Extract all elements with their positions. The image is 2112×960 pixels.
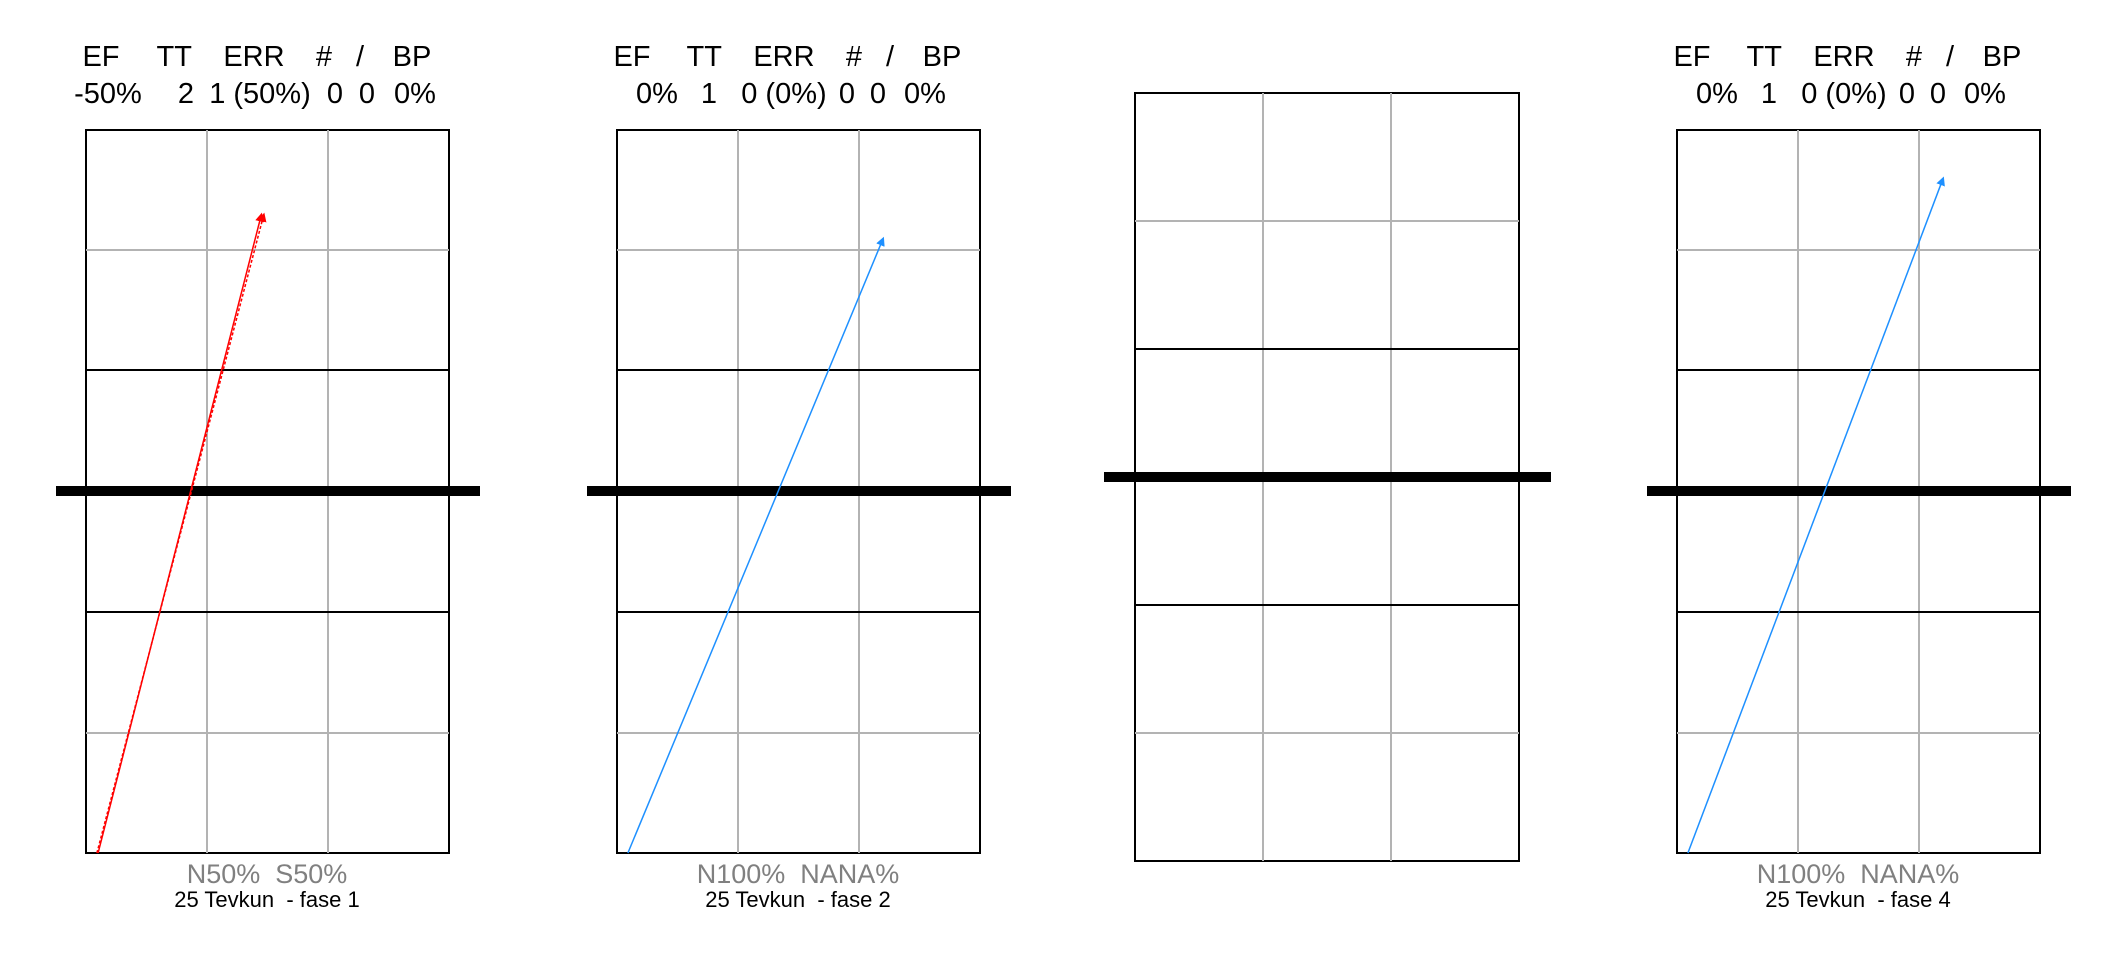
- footer-stats: N50% S50%: [187, 859, 348, 889]
- stats-header-slash: /: [356, 41, 365, 73]
- stats-value-slash: 0: [1930, 78, 1946, 110]
- stats-value-ef: -50%: [74, 78, 142, 110]
- stats-header-err: ERR: [753, 41, 814, 73]
- footer-stats: N100% NANA%: [697, 859, 900, 889]
- stats-value-bp: 0%: [394, 78, 436, 110]
- chart-caption: 25 Tevkun - fase 2: [705, 887, 891, 912]
- stats-value-perfect: 0: [839, 78, 855, 110]
- arrows-layer: [627, 236, 885, 854]
- stats-value-err: 1 (50%): [209, 78, 311, 110]
- stats-header: EF TT ERR # / BP: [613, 41, 961, 73]
- stats-values: 0% 1 0 (0%) 0 0 0%: [636, 78, 946, 110]
- stats-value-err: 0 (0%): [1801, 78, 1886, 110]
- footer-stats: N100% NANA%: [1757, 859, 1960, 889]
- stats-header-ef: EF: [1673, 41, 1710, 73]
- serve-arrow: [627, 236, 885, 854]
- stats-values: -50% 2 1 (50%) 0 0 0%: [74, 78, 436, 110]
- stats-header-perfect: #: [316, 41, 332, 73]
- chart-caption: 25 Tevkun - fase 4: [1765, 887, 1951, 912]
- stats-header-tt: TT: [687, 41, 723, 73]
- stats-value-bp: 0%: [1964, 78, 2006, 110]
- stats-value-perfect: 0: [327, 78, 343, 110]
- stats-header-ef: EF: [82, 41, 119, 73]
- stats-header-ef: EF: [613, 41, 650, 73]
- stats-header-tt: TT: [1747, 41, 1783, 73]
- stats-value-err: 0 (0%): [741, 78, 826, 110]
- stats-value-slash: 0: [870, 78, 886, 110]
- stats-header-err: ERR: [1813, 41, 1874, 73]
- stats-header-slash: /: [886, 41, 895, 73]
- stats-values: 0% 1 0 (0%) 0 0 0%: [1696, 78, 2006, 110]
- chart-caption: 25 Tevkun - fase 1: [174, 887, 360, 912]
- stats-header: EF TT ERR # / BP: [1673, 41, 2021, 73]
- stats-value-slash: 0: [359, 78, 375, 110]
- stats-header-bp: BP: [923, 41, 962, 73]
- stats-value-perfect: 0: [1899, 78, 1915, 110]
- stats-header-tt: TT: [157, 41, 193, 73]
- arrows-layer: [96, 212, 267, 854]
- stats-header-err: ERR: [223, 41, 284, 73]
- stats-header-slash: /: [1946, 41, 1955, 73]
- stats-header-bp: BP: [1983, 41, 2022, 73]
- stats-header-bp: BP: [393, 41, 432, 73]
- stats-value-bp: 0%: [904, 78, 946, 110]
- stats-value-tt: 1: [701, 78, 717, 110]
- stats-value-ef: 0%: [1696, 78, 1738, 110]
- stats-value-ef: 0%: [636, 78, 678, 110]
- serve-arrow: [97, 212, 265, 854]
- court-panel-1: EF TT ERR # / BP -50% 2 1 (50%) 0 0 0% N…: [56, 41, 480, 912]
- court-panel-4: EF TT ERR # / BP 0% 1 0 (0%) 0 0 0% N100…: [1647, 41, 2071, 912]
- stats-header-perfect: #: [846, 41, 862, 73]
- arrows-layer: [1687, 176, 1945, 854]
- stats-value-tt: 2: [178, 78, 194, 110]
- serve-arrow: [96, 212, 267, 854]
- stats-value-tt: 1: [1761, 78, 1777, 110]
- stats-header-perfect: #: [1906, 41, 1922, 73]
- serve-arrow: [1687, 176, 1945, 854]
- court-panel-3: [1104, 92, 1551, 862]
- court-panel-2: EF TT ERR # / BP 0% 1 0 (0%) 0 0 0% N100…: [587, 41, 1011, 912]
- stats-header: EF TT ERR # / BP: [82, 41, 431, 73]
